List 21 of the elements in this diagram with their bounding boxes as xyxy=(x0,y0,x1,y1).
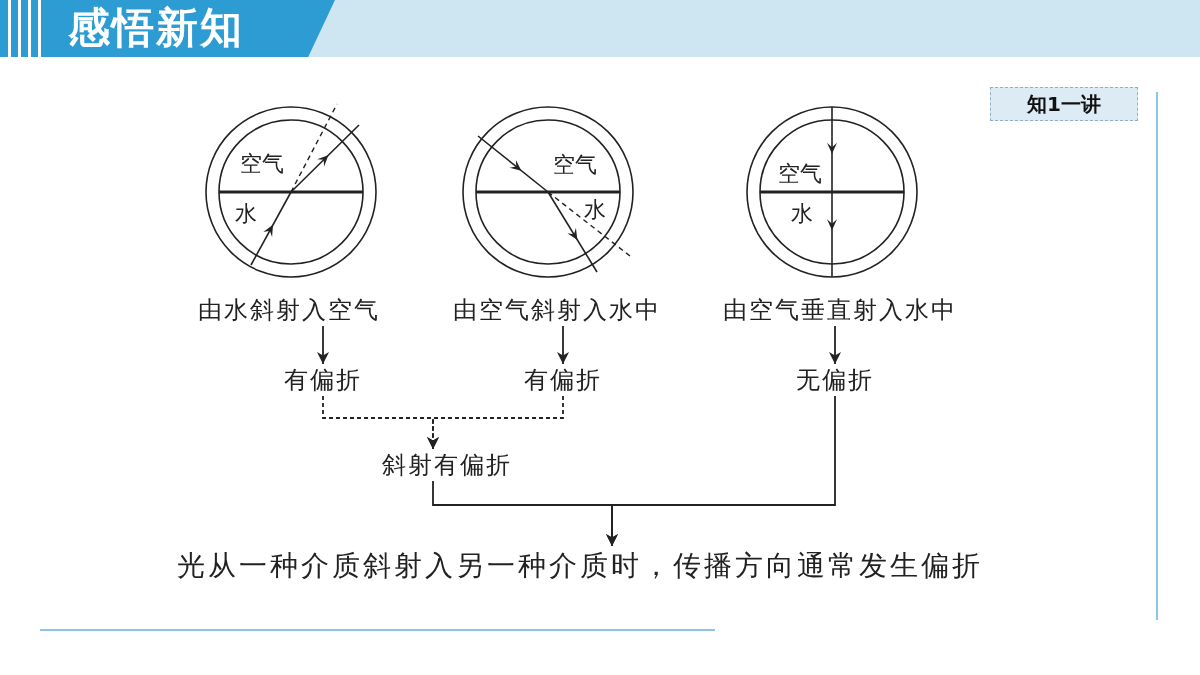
medium-label: 空气 xyxy=(778,163,822,185)
flow-text: 由水斜射入空气 xyxy=(198,295,380,325)
arrow xyxy=(606,395,836,547)
flow-text: 由空气斜射入水中 xyxy=(453,295,661,325)
flow-text: 光从一种介质斜射入另一种介质时，传播方向通常发生偏折 xyxy=(177,549,983,583)
medium-label: 水 xyxy=(584,199,606,221)
flow-text: 无偏折 xyxy=(796,365,874,395)
medium-label: 空气 xyxy=(553,154,597,176)
flow-text: 有偏折 xyxy=(524,365,602,395)
arrow xyxy=(557,325,569,365)
arrow xyxy=(829,325,841,365)
section-tag: 知1一讲 xyxy=(990,87,1138,121)
medium-label: 空气 xyxy=(240,153,284,175)
arrow xyxy=(317,325,329,365)
medium-label: 水 xyxy=(235,203,257,225)
flow-text: 由空气垂直射入水中 xyxy=(723,295,957,325)
page-title: 感悟新知 xyxy=(68,2,244,54)
medium-label: 水 xyxy=(791,203,813,225)
arrow xyxy=(427,395,564,450)
flow-text: 斜射有偏折 xyxy=(382,450,512,480)
flow-text: 有偏折 xyxy=(284,365,362,395)
